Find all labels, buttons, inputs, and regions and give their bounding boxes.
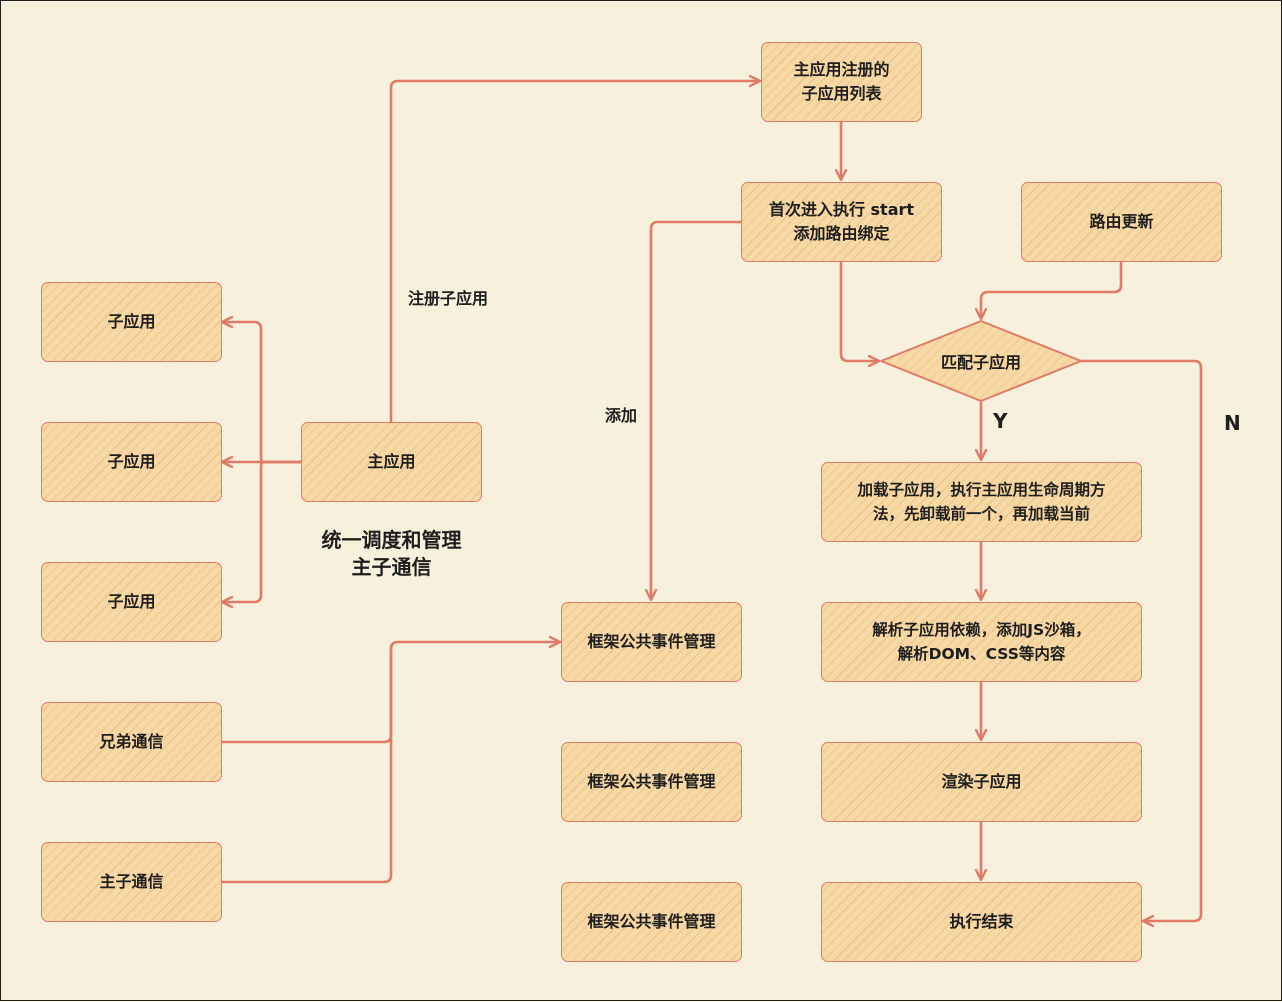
registered-child-list-node[interactable]: 主应用注册的 子应用列表 [761, 42, 922, 122]
parent-child-communication-node[interactable]: 主子通信 [41, 842, 222, 922]
event-management-node-1[interactable]: 框架公共事件管理 [561, 602, 742, 682]
event-management-node-3[interactable]: 框架公共事件管理 [561, 882, 742, 962]
load-child-app-node[interactable]: 加载子应用，执行主应用生命周期方 法，先卸载前一个，再加载当前 [821, 462, 1142, 542]
edge-route-to-match [981, 261, 1123, 318]
first-start-node[interactable]: 首次进入执行 start 添加路由绑定 [741, 182, 942, 262]
edge-register-child [389, 81, 759, 423]
main-app-node[interactable]: 主应用 [301, 422, 482, 502]
child-app-node-1[interactable]: 子应用 [41, 282, 222, 362]
child-app-node-3[interactable]: 子应用 [41, 562, 222, 642]
render-child-app-node[interactable]: 渲染子应用 [821, 742, 1142, 822]
parse-child-app-node[interactable]: 解析子应用依赖，添加JS沙箱， 解析DOM、CSS等内容 [821, 602, 1142, 682]
edge-add-event [651, 220, 743, 599]
yes-edge-label: Y [993, 409, 1008, 433]
route-update-node[interactable]: 路由更新 [1021, 182, 1222, 262]
add-edge-label: 添加 [605, 406, 638, 425]
child-app-node-2[interactable]: 子应用 [41, 422, 222, 502]
execution-end-node[interactable]: 执行结束 [821, 882, 1142, 962]
unified-management-label: 统一调度和管理 主子通信 [321, 528, 462, 579]
sibling-communication-node[interactable]: 兄弟通信 [41, 702, 222, 782]
no-edge-label: N [1224, 411, 1241, 435]
match-child-diamond-shape [880, 320, 1082, 402]
edge-parent-child-to-event [220, 647, 393, 884]
match-child-label: 匹配子应用 [940, 353, 1021, 372]
match-child-diamond[interactable]: 匹配子应用 [881, 321, 1081, 401]
edge-main-to-child-1 [223, 322, 303, 464]
event-management-node-2[interactable]: 框架公共事件管理 [561, 742, 742, 822]
edge-match-no [1079, 359, 1203, 921]
edge-main-to-child-3 [223, 460, 303, 602]
edge-start-to-match [839, 261, 878, 361]
register-child-edge-label: 注册子应用 [408, 289, 489, 308]
